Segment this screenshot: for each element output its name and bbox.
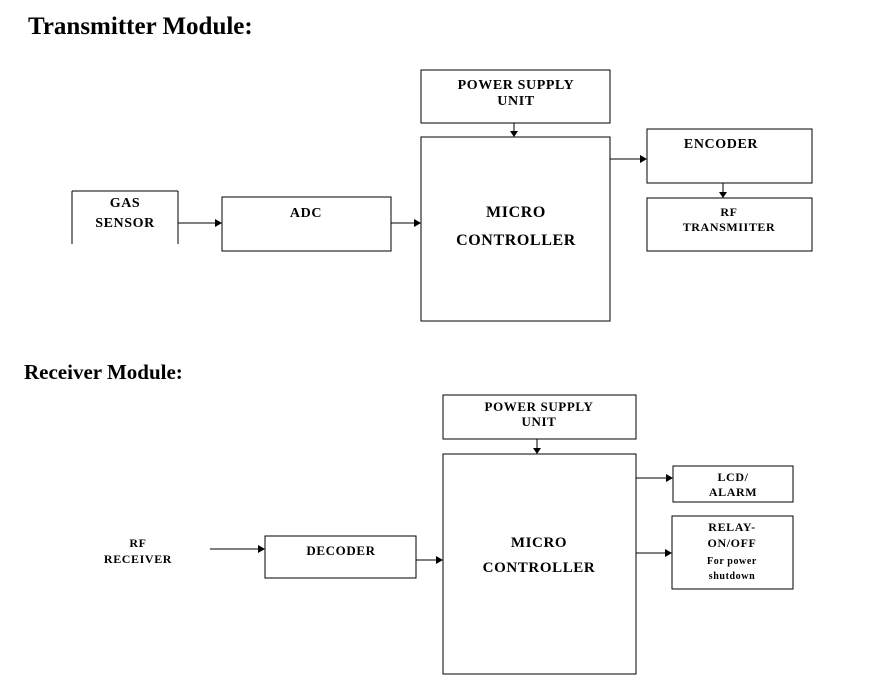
rx-lcd-alarm-label-line1: LCD/ — [717, 470, 748, 484]
tx-arrow-power-to-micro — [510, 123, 518, 137]
rx-relay-label-line4: shutdown — [709, 571, 756, 582]
tx-microcontroller-block: MICRO CONTROLLER — [420, 136, 611, 322]
tx-arrow-adc-to-micro — [391, 219, 421, 227]
rx-arrow-receiver-to-decoder — [210, 545, 265, 553]
rx-rf-receiver-block: RF RECEIVER — [92, 530, 210, 573]
tx-power-supply-label-line1: POWER SUPPLY — [458, 78, 575, 93]
rx-arrow-micro-to-lcd — [636, 474, 673, 482]
tx-rf-transmitter-block: RF TRANSMIITER — [646, 197, 813, 252]
tx-adc-label: ADC — [290, 206, 322, 221]
rx-relay-label-line1: RELAY- — [708, 520, 755, 534]
rx-relay-block: RELAY- ON/OFF For power shutdown — [671, 515, 794, 590]
transmitter-module-heading: Transmitter Module: — [28, 13, 253, 40]
tx-adc-block: ADC — [221, 196, 392, 252]
rx-power-supply-block: POWER SUPPLY UNIT — [442, 394, 637, 440]
rx-power-supply-label-line1: POWER SUPPLY — [485, 399, 594, 414]
rx-microcontroller-block: MICRO CONTROLLER — [442, 453, 637, 675]
rx-micro-label-line2: CONTROLLER — [483, 560, 596, 576]
tx-encoder-block: ENCODER — [646, 128, 813, 184]
tx-gas-sensor-block: GAS SENSOR — [71, 190, 179, 244]
tx-rf-transmitter-label-line1: RF — [720, 205, 737, 219]
rx-relay-label-line3: For power — [707, 556, 757, 567]
rx-lcd-alarm-label-line2: ALARM — [709, 485, 757, 499]
rx-lcd-alarm-block: LCD/ ALARM — [672, 465, 794, 503]
receiver-module-heading: Receiver Module: — [24, 360, 183, 384]
rx-micro-label-line1: MICRO — [511, 535, 567, 551]
rx-power-supply-label-line2: UNIT — [522, 414, 557, 429]
rx-decoder-label: DECODER — [306, 543, 375, 558]
tx-gas-sensor-label-line2: SENSOR — [95, 216, 155, 231]
rx-decoder-block: DECODER — [264, 535, 417, 579]
tx-power-supply-label-line2: UNIT — [497, 94, 534, 109]
tx-arrow-sensor-to-adc — [178, 219, 222, 227]
tx-micro-label-line2: CONTROLLER — [456, 232, 576, 249]
tx-arrow-micro-to-encoder — [610, 155, 647, 163]
rx-arrow-power-to-micro — [533, 439, 541, 454]
tx-micro-label-line1: MICRO — [486, 204, 546, 221]
tx-gas-sensor-label-line1: GAS — [110, 196, 141, 211]
tx-rf-transmitter-label-line2: TRANSMIITER — [683, 220, 776, 234]
tx-arrow-encoder-to-rf — [719, 183, 727, 198]
tx-power-supply-block: POWER SUPPLY UNIT — [420, 69, 611, 124]
rx-arrow-micro-to-relay — [636, 549, 672, 557]
tx-encoder-label: ENCODER — [684, 137, 758, 152]
rx-arrow-decoder-to-micro — [416, 556, 443, 564]
rx-rf-receiver-label-line1: RF — [129, 536, 146, 550]
rx-relay-label-line2: ON/OFF — [708, 536, 757, 550]
rx-rf-receiver-label-line2: RECEIVER — [104, 552, 172, 566]
